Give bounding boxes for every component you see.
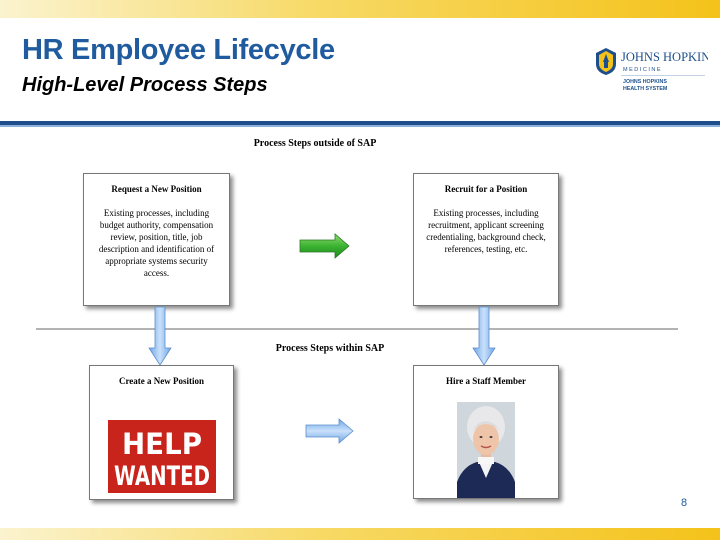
- page-number: 8: [681, 497, 688, 509]
- box-title: Hire a Staff Member: [445, 376, 527, 386]
- help-sign-line-2: WANTED: [114, 461, 210, 492]
- logo-line-4: HEALTH SYSTEM: [623, 86, 668, 92]
- within-sap-label: Process Steps within SAP: [275, 343, 385, 354]
- down-arrow-icon: [472, 306, 496, 366]
- box-body: Existing processes, including recruitmen…: [426, 208, 546, 254]
- box-title: Request a New Position: [111, 184, 202, 194]
- help-wanted-sign-image: HELP WANTED: [108, 420, 216, 493]
- slide-title: HR Employee Lifecycle: [22, 34, 335, 66]
- blue-right-arrow-icon: [305, 418, 354, 444]
- slide-subtitle: High-Level Process Steps: [22, 74, 268, 96]
- help-sign-line-1: HELP: [122, 427, 202, 461]
- header-rule-accent: [0, 125, 720, 127]
- box-title: Create a New Position: [118, 376, 205, 386]
- logo-line-2: M E D I C I N E: [623, 67, 661, 73]
- top-gold-bar: [0, 0, 720, 18]
- outside-sap-label: Process Steps outside of SAP: [253, 138, 377, 149]
- bottom-gold-bar: [0, 528, 720, 540]
- box-body: Existing processes, including budget aut…: [98, 208, 215, 278]
- green-right-arrow-icon: [299, 233, 350, 259]
- recruit-position-box: Recruit for a Position Existing processe…: [413, 173, 559, 306]
- down-arrow-icon: [148, 306, 172, 366]
- logo-line-3: JOHNS HOPKINS: [623, 79, 667, 85]
- staff-member-photo: [457, 402, 515, 498]
- shield-icon: [596, 48, 616, 75]
- box-title: Recruit for a Position: [444, 184, 528, 194]
- sap-boundary-line: [36, 328, 678, 330]
- request-position-box: Request a New Position Existing processe…: [83, 173, 230, 306]
- johns-hopkins-logo: JOHNS HOPKINS M E D I C I N E JOHNS HOPK…: [596, 48, 708, 92]
- header-rule: [0, 121, 720, 125]
- logo-line-1: JOHNS HOPKINS: [621, 50, 708, 64]
